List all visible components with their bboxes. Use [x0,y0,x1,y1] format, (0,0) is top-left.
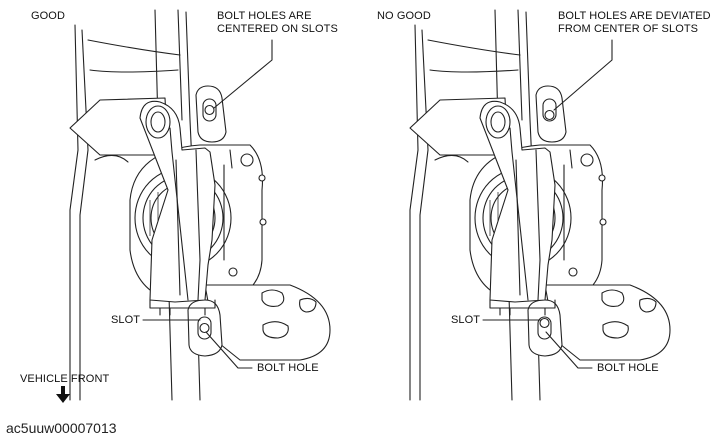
left-callout-line-1: BOLT HOLES ARE [217,10,312,22]
right-bolt-hole-label: BOLT HOLE [597,362,659,374]
left-assembly-drawing [69,9,331,401]
right-title: NO GOOD [377,10,431,22]
vehicle-front-arrow-icon [56,386,70,403]
bolt-hole-leader-left [205,331,253,369]
lower-bolt-hole-good [199,322,210,334]
left-callout-line-2: CENTERED ON SLOTS [217,23,338,35]
left-title: GOOD [31,10,66,22]
callout-leader-right [553,39,613,111]
right-assembly-drawing [409,9,671,401]
right-callout-line-2: FROM CENTER OF SLOTS [558,23,699,35]
callout-leader-left [213,39,273,109]
figure-code: ac5uuw00007013 [6,420,117,436]
right-callout-line-1: BOLT HOLES ARE DEVIATED [558,10,711,22]
vehicle-front-label: VEHICLE FRONT [20,373,110,385]
bolt-hole-leader-right [545,331,593,369]
upper-bolt-hole-good [204,104,215,116]
left-bolt-hole-label: BOLT HOLE [257,362,319,374]
lower-bolt-hole-nogood [539,317,550,329]
left-slot-label: SLOT [111,314,141,326]
upper-bolt-hole-nogood [544,109,555,121]
right-slot-label: SLOT [451,314,481,326]
